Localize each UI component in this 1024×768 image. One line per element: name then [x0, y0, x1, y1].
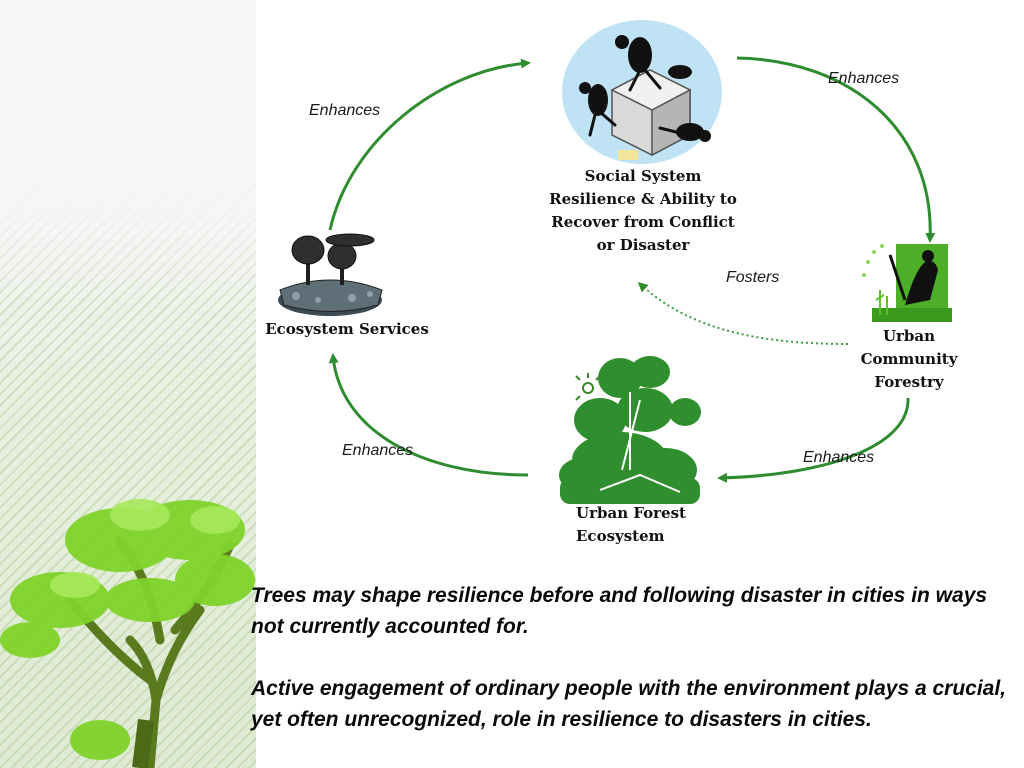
forest-line-1: Urban Forest [576, 504, 686, 522]
social-line-4: or Disaster [596, 236, 690, 254]
caption-paragraph-2: Active engagement of ordinary people wit… [251, 677, 1007, 731]
social-line-1: Social System [584, 167, 702, 185]
forest-line-2: Ecosystem [576, 527, 665, 545]
community-line-2: Community [860, 350, 958, 368]
edge-label-social-to-community: Enhances [828, 70, 900, 87]
edge-label-community-to-forest: Enhances [803, 449, 875, 466]
edge-label-forest-to-eco: Enhances [342, 442, 414, 459]
node-urban-forest-ecosystem-label: Urban Forest Ecosystem [576, 502, 694, 548]
social-system-illustration-icon [562, 20, 722, 164]
node-social-system-label: Social System Resilience & Ability to Re… [545, 165, 741, 257]
node-ecosystem-services-label: Ecosystem Services [265, 320, 429, 338]
edge-label-community-to-social: Fosters [726, 269, 780, 286]
arrow-forest-to-ecosystem [328, 353, 529, 477]
social-line-3: Recover from Conflict [551, 213, 735, 231]
tree-silhouette-icon [0, 499, 255, 768]
community-forestry-illustration-icon [862, 244, 952, 322]
ecosystem-services-illustration-icon [278, 233, 383, 316]
node-urban-community-forestry-label: Urban Community Forestry [855, 325, 963, 394]
diagram-arrows [328, 56, 936, 483]
community-line-1: Urban [882, 327, 936, 345]
arrow-community-fosters-social [637, 281, 849, 345]
arrow-ecosystem-to-social [328, 58, 531, 231]
urban-forest-illustration-icon [559, 356, 701, 504]
arrow-community-to-forest [717, 397, 910, 483]
community-line-3: Forestry [874, 373, 944, 391]
arrow-social-to-community [736, 56, 936, 243]
edge-label-eco-to-social: Enhances [309, 102, 381, 119]
caption-paragraph-1: Trees may shape resilience before and fo… [251, 584, 988, 638]
social-line-2: Resilience & Ability to [549, 190, 737, 208]
background-fade [0, 0, 256, 300]
